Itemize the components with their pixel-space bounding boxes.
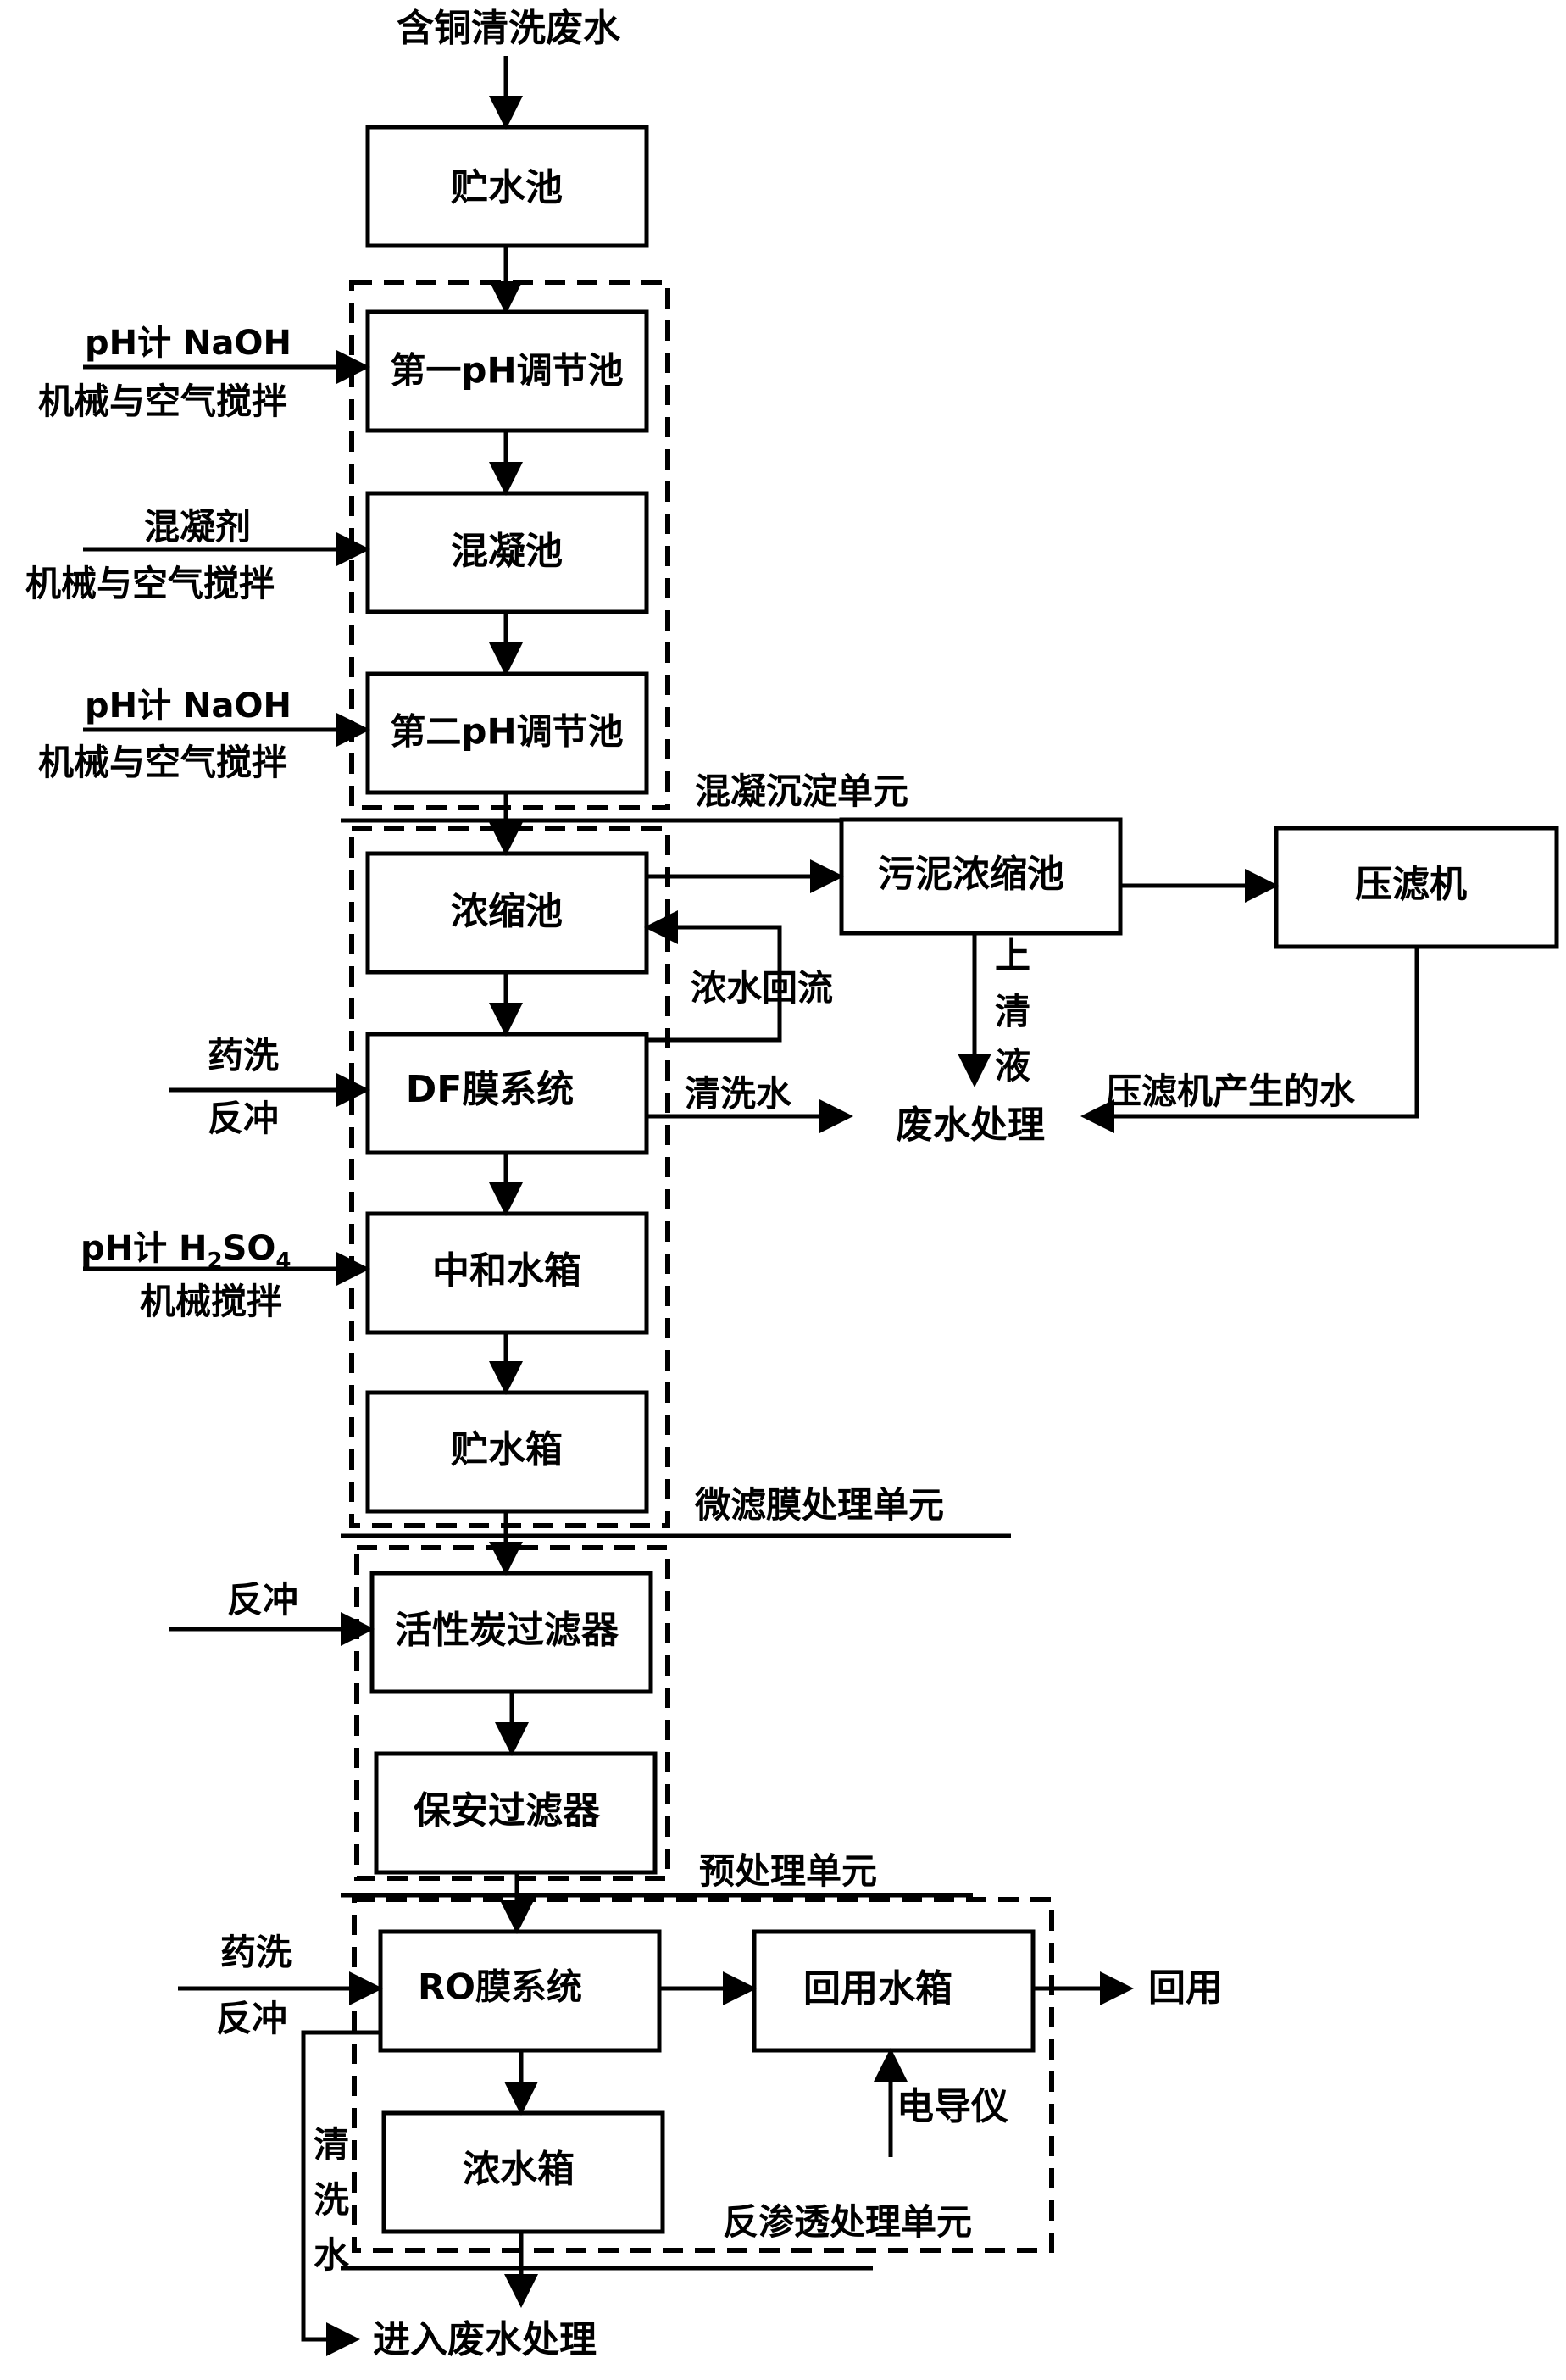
carbon-label: 活性炭过滤器 — [395, 1609, 619, 1652]
storage-tank-label: 贮水箱 — [451, 1428, 563, 1471]
micro-unit-label: 微滤膜处理单元 — [694, 1484, 944, 1526]
ro-input-label: 反冲 — [216, 1998, 287, 2039]
ph1-input-label: pH计 NaOH — [85, 324, 292, 363]
neutral-input-label: 机械搅拌 — [140, 1281, 282, 1322]
ph2-input-label: 机械与空气搅拌 — [38, 742, 287, 783]
coag-unit-label: 混凝沉淀单元 — [695, 770, 908, 812]
supernatant-label: 清 — [995, 991, 1030, 1032]
security-label: 保安过滤器 — [414, 1789, 601, 1832]
ro-label: RO膜系统 — [418, 1966, 582, 2008]
reuse-tank-box — [752, 1929, 1036, 2053]
wash-water-label: 清洗水 — [685, 1073, 792, 1115]
ro-wash-label: 清 — [314, 2124, 349, 2166]
ro-wash-label: 洗 — [314, 2179, 349, 2221]
security-box — [374, 1751, 658, 1875]
df-input-label: 反冲 — [208, 1098, 279, 1139]
conc-tank-label: 浓水箱 — [463, 2148, 575, 2191]
ph2-label: 第二pH调节池 — [390, 711, 623, 753]
ph1-input-label: 机械与空气搅拌 — [38, 381, 287, 422]
carbon-input-label: 反冲 — [227, 1579, 298, 1621]
reuse-tank-label: 回用水箱 — [803, 1967, 952, 2010]
ro-wash-line — [301, 2030, 380, 2356]
to-wastewater-label: 进入废水处理 — [373, 2318, 597, 2361]
neutral-input-label: pH计 H2SO4 — [81, 1229, 292, 1274]
micro-unit-frame — [349, 826, 670, 1528]
input-title: 含铜清洗废水 — [397, 7, 621, 50]
ro-input-label: 药洗 — [220, 1932, 292, 1973]
df-input-label: 药洗 — [208, 1035, 279, 1076]
ro-wash-label: 水 — [314, 2234, 350, 2276]
conductivity-label: 电导仪 — [897, 2085, 1008, 2128]
wastewater-label: 废水处理 — [896, 1104, 1045, 1147]
ph1-label: 第一pH调节池 — [390, 350, 623, 392]
ro-unit-label: 反渗透处理单元 — [723, 2201, 972, 2243]
reflux-label: 浓水回流 — [691, 967, 833, 1009]
supernatant-label: 液 — [995, 1045, 1030, 1087]
reuse-label: 回用 — [1148, 1966, 1223, 2010]
sludge-label: 污泥浓缩池 — [878, 853, 1064, 896]
df-label: DF膜系统 — [406, 1068, 575, 1111]
ro-unit-frame — [352, 1897, 1054, 2253]
df-box — [365, 1032, 649, 1155]
ph2-input-label: pH计 NaOH — [85, 687, 292, 726]
coag-input-label: 机械与空气搅拌 — [25, 563, 275, 604]
press-water-label: 压滤机产生的水 — [1106, 1070, 1356, 1112]
conc-box — [365, 851, 649, 975]
storage-pool-label: 贮水池 — [451, 166, 563, 209]
coag-label: 混凝池 — [451, 530, 563, 573]
pre-unit-label: 预处理单元 — [699, 1850, 877, 1892]
conc-label: 浓缩池 — [451, 890, 563, 933]
sludge-box — [839, 817, 1123, 936]
neutral-label: 中和水箱 — [432, 1249, 581, 1293]
reflux-line — [644, 910, 782, 1043]
supernatant-label: 上 — [995, 935, 1030, 976]
conc-tank-box — [381, 2110, 665, 2234]
coag-input-label: 混凝剂 — [144, 506, 251, 548]
press-label: 压滤机 — [1355, 863, 1467, 906]
press-water-line — [1080, 947, 1419, 1133]
